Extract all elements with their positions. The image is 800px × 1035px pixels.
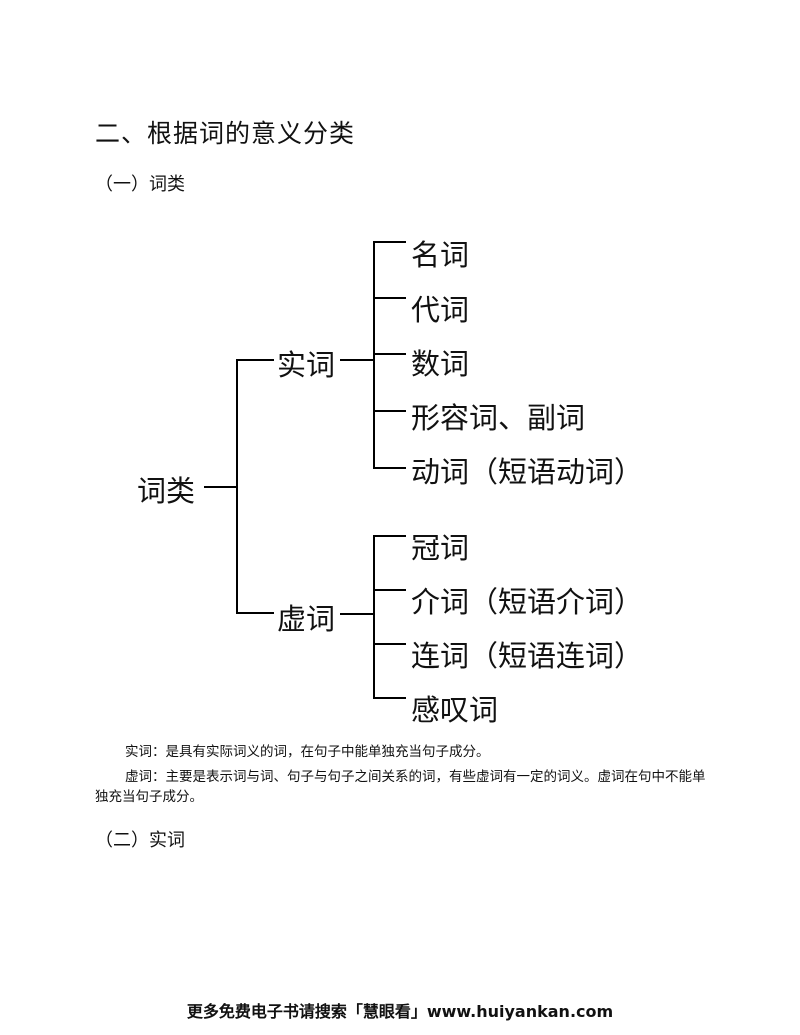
content-word-item: 名词 — [411, 238, 470, 272]
branch2-tick — [373, 643, 406, 645]
branch1-tick — [373, 410, 406, 412]
branch2-tick — [373, 535, 406, 537]
diagram-root-label: 词类 — [137, 474, 196, 508]
content-word-item: 形容词、副词 — [411, 401, 586, 435]
function-word-item: 冠词 — [411, 531, 470, 565]
branch1-connector — [340, 359, 374, 361]
branch1-tick — [373, 297, 406, 299]
branch-content-words-label: 实词 — [277, 348, 336, 382]
content-word-item: 数词 — [411, 347, 470, 381]
branch2-bracket-vertical — [373, 535, 375, 698]
branch2-tick — [373, 697, 406, 699]
branch1-tick — [373, 353, 406, 355]
content-word-item: 代词 — [411, 293, 470, 327]
content-words-definition: 实词：是具有实际词义的词，在句子中能单独充当句子成分。 — [125, 744, 490, 760]
content-word-item: 动词（短语动词） — [411, 455, 644, 489]
function-word-item: 介词（短语介词） — [411, 585, 644, 619]
footer-banner: 更多免费电子书请搜索「慧眼看」www.huiyankan.com — [186, 1002, 614, 1021]
branch1-bracket-vertical — [373, 241, 375, 469]
subheading-content-words: （二）实词 — [95, 830, 185, 851]
function-words-definition: 虚词：主要是表示词与词、句子与句子之间关系的词，有些虚词有一定的词义。虚词在句中… — [95, 769, 706, 805]
function-word-item: 感叹词 — [411, 693, 499, 727]
function-word-item: 连词（短语连词） — [411, 639, 644, 673]
word-class-diagram: 词类 实词 名词 代词 数词 形容词、副词 动词（短语动词） 虚词 冠词 介词（… — [137, 238, 644, 727]
section-heading: 二、根据词的意义分类 — [95, 119, 356, 148]
root-bracket-top — [236, 359, 274, 361]
branch1-tick — [373, 241, 406, 243]
branch2-connector — [340, 613, 374, 615]
root-bracket-vertical — [236, 359, 238, 613]
branch1-tick — [373, 467, 406, 469]
root-connector — [204, 486, 237, 488]
subheading-word-classes: （一）词类 — [95, 174, 185, 195]
branch-function-words-label: 虚词 — [277, 602, 336, 636]
branch2-tick — [373, 589, 406, 591]
root-bracket-bottom — [236, 612, 274, 614]
